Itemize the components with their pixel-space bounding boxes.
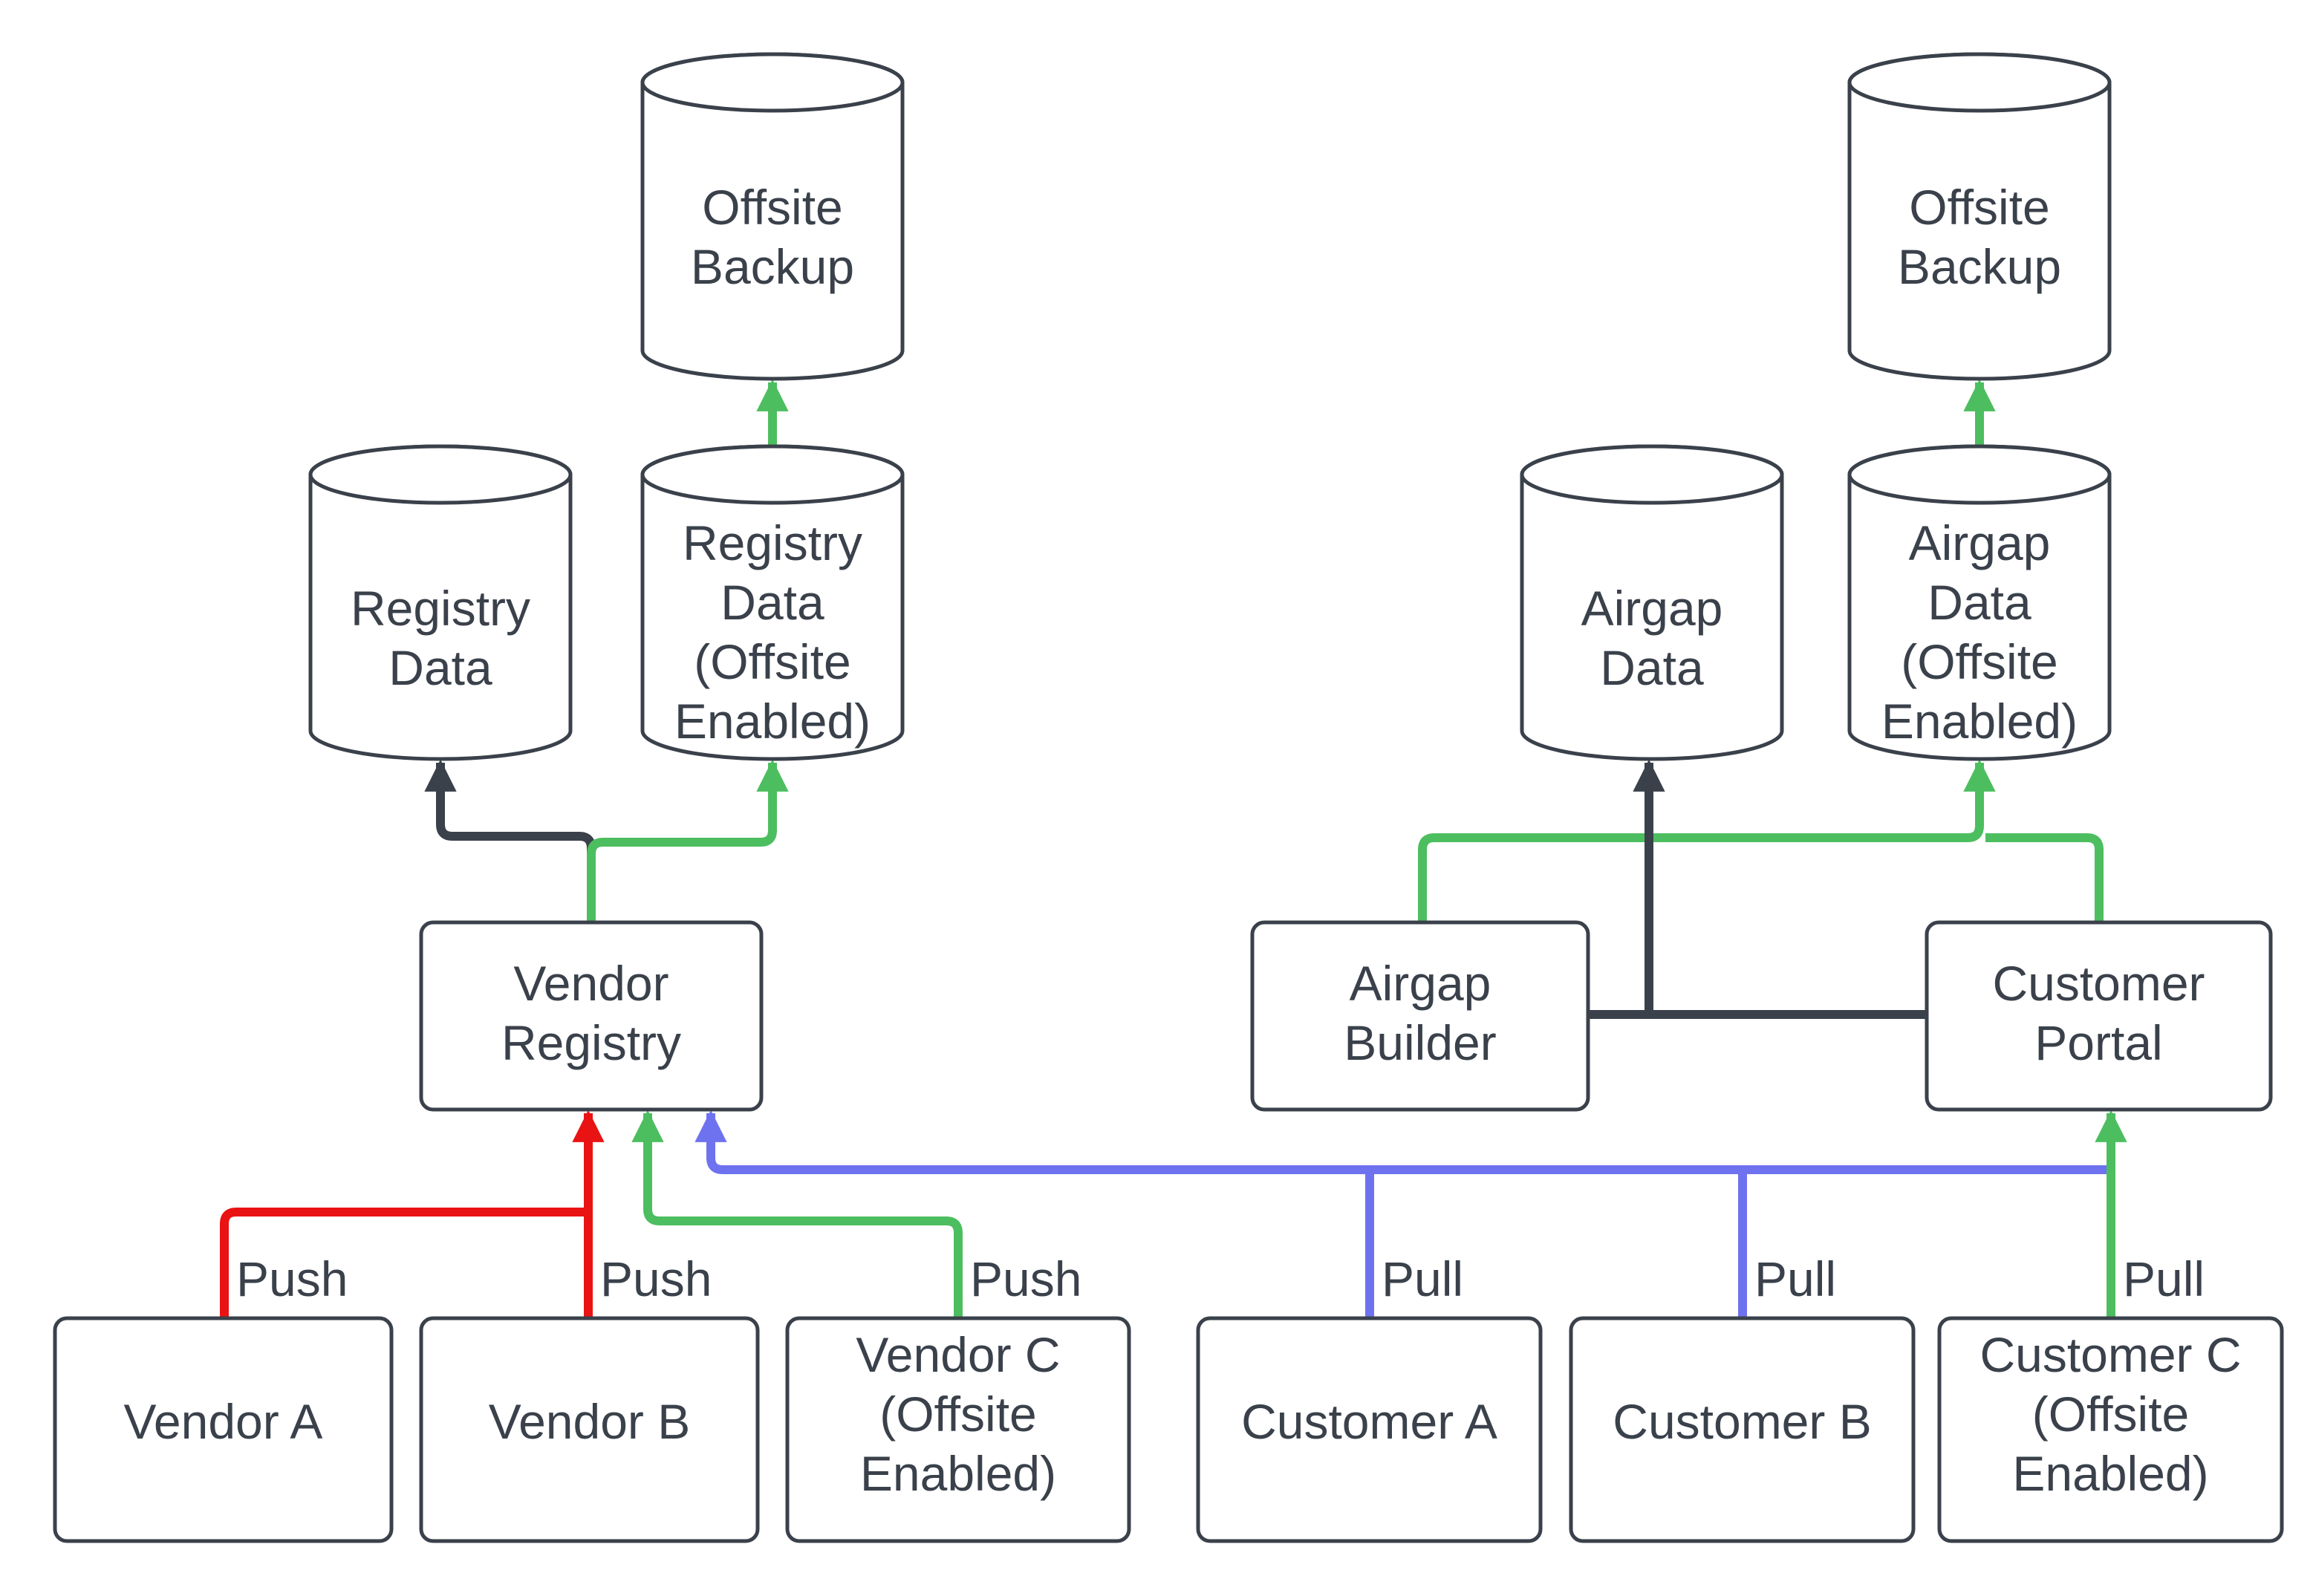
edge-vendor-c-push [631,1110,963,1318]
cylinder-top-rim [308,444,573,505]
cylinder-top-rim [640,444,905,505]
node-customer-b: Customer B [1569,1316,1916,1543]
node-label: Customer B [1613,1394,1871,1449]
cylinder-top-rim [640,52,905,113]
node-label-line: Offsite [702,180,843,235]
node-label-line: Data [720,575,824,630]
node-box [1569,1316,1916,1543]
node-label-line: Enabled) [2012,1446,2208,1501]
node-label-line: Backup [691,239,854,294]
node-label-line: Offsite [1909,180,2050,235]
label-pull-customer-a: Pull [1382,1251,1463,1306]
node-label-line: Enabled) [860,1446,1056,1501]
edge-vendor-registry-to-registry-data-offsite [587,759,789,922]
node-box [1250,920,1590,1112]
node-customer-a: Customer A [1196,1316,1543,1543]
node-label-line: Builder [1344,1015,1496,1070]
label-push-vendor-b: Push [600,1251,712,1306]
node-label-line: Registry [683,515,862,570]
node-box [419,1316,760,1543]
label-pull-customer-c: Pull [2123,1251,2205,1306]
node-label-line: Vendor C [856,1327,1060,1382]
node-label-line: Registry [351,581,530,636]
node-box [53,1316,394,1543]
node-vendor-b: Vendor B [419,1316,760,1543]
node-label-line: Portal [2034,1015,2162,1070]
node-label-line: Enabled) [674,694,871,749]
node-label-line: Vendor A [124,1394,323,1449]
edges-layer [220,379,2127,1318]
node-label: Customer A [1241,1394,1497,1449]
node-label-line: Customer B [1613,1394,1871,1449]
node-box [419,920,764,1112]
node-box [1925,920,2273,1112]
node-label: Vendor A [124,1394,323,1449]
cylinder-top-rim [1520,444,1784,505]
edge-vendor-a-push [220,1208,590,1318]
label-push-vendor-a: Push [236,1251,348,1306]
edge-customer-portal-to-airgap-data-offsite [1985,833,2104,922]
node-label-line: (Offsite [694,634,851,689]
node-label-line: Airgap [1350,956,1491,1011]
node-box [1196,1316,1543,1543]
label-push-vendor-c: Push [970,1251,1081,1306]
edge-airgap-builder-to-airgap-data-offsite [1418,759,1996,922]
node-label-line: Data [388,640,492,695]
node-label-line: Customer A [1241,1394,1497,1449]
node-label-line: Data [1928,575,2031,630]
edge-labels-layer: Push Push Push Pull Pull Pull [236,1251,2205,1306]
node-label-line: Registry [501,1015,681,1070]
node-label: Vendor B [489,1394,691,1449]
cylinder-top-rim [1847,52,2112,113]
node-label-line: (Offsite [1901,634,2058,689]
node-label-line: Data [1600,640,1704,695]
node-label-line: (Offsite [2032,1387,2190,1442]
node-label-line: Vendor [513,956,668,1011]
node-label-line: Enabled) [1881,694,2078,749]
edge-customers-to-vendor-registry [694,1110,2114,1174]
edge-vendor-registry-to-registry-data [424,759,596,922]
node-vendor-a: Vendor A [53,1316,394,1543]
label-pull-customer-b: Pull [1754,1251,1836,1306]
cylinder-top-rim [1847,444,2112,505]
node-box [785,1316,1131,1543]
node-box [1937,1316,2284,1543]
node-label-line: Airgap [1581,581,1723,636]
node-label-line: Customer [1992,956,2205,1011]
node-label-line: Airgap [1909,515,2051,570]
node-label-line: (Offsite [879,1387,1037,1442]
node-label-line: Vendor B [489,1394,691,1449]
node-label-line: Backup [1898,239,2061,294]
node-label-line: Customer C [1979,1327,2241,1382]
